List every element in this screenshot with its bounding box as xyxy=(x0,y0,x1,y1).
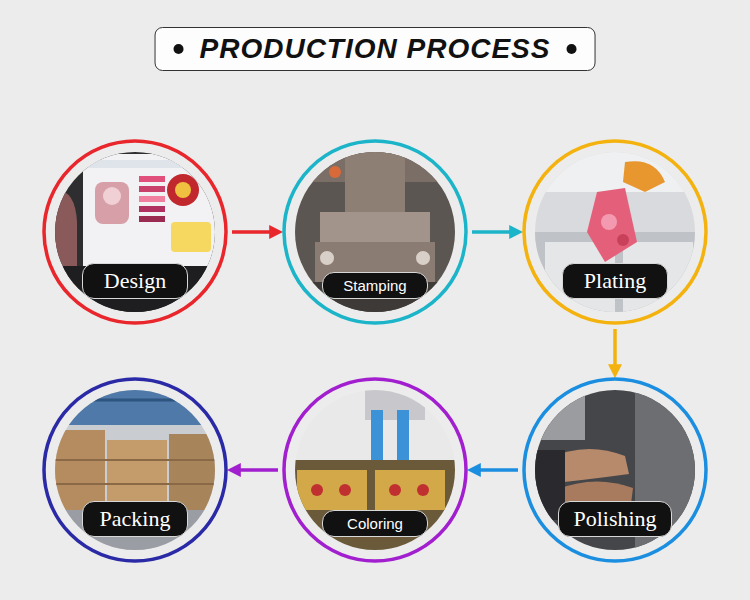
coloring-photo xyxy=(285,380,465,560)
title-banner: PRODUCTION PROCESS xyxy=(155,27,596,71)
plating-photo xyxy=(617,234,629,246)
stamping-photo xyxy=(285,142,465,322)
plating-photo xyxy=(623,161,665,192)
step-label: Design xyxy=(82,263,188,299)
stamping-photo xyxy=(416,251,430,265)
step-ring xyxy=(284,379,466,561)
coloring-photo xyxy=(311,484,323,496)
process-circle: Design xyxy=(42,139,228,325)
stamping-photo xyxy=(320,251,334,265)
design-photo xyxy=(139,186,165,192)
step-ring xyxy=(44,141,226,323)
design-photo xyxy=(45,142,225,322)
coloring-photo xyxy=(389,484,401,496)
design-photo xyxy=(95,182,129,224)
polishing-photo xyxy=(525,380,705,560)
coloring-photo xyxy=(375,470,445,510)
step-ring xyxy=(524,141,706,323)
design-photo xyxy=(171,222,211,252)
coloring-photo xyxy=(285,460,465,560)
coloring-photo xyxy=(417,484,429,496)
packing-photo xyxy=(45,380,225,560)
step-label: Coloring xyxy=(322,510,428,537)
flow-arrow xyxy=(232,230,272,234)
process-circle: Coloring xyxy=(282,377,468,563)
design-photo xyxy=(45,190,77,322)
step-label: Packing xyxy=(82,501,188,537)
design-photo xyxy=(167,174,199,206)
flow-arrow xyxy=(238,468,278,472)
coloring-photo xyxy=(297,470,367,510)
coloring-photo xyxy=(371,410,383,460)
design-photo xyxy=(139,196,165,202)
packing-photo xyxy=(55,459,219,461)
step-ring xyxy=(284,141,466,323)
flow-arrow xyxy=(472,230,512,234)
plating-photo xyxy=(525,142,705,322)
packing-photo xyxy=(45,399,225,402)
step-label: Stamping xyxy=(322,272,428,299)
plating-photo xyxy=(525,142,705,322)
step-label: Plating xyxy=(562,263,668,299)
plating-photo xyxy=(601,214,617,230)
title-dot xyxy=(566,44,576,54)
process-circle: Stamping xyxy=(282,139,468,325)
coloring-photo xyxy=(285,380,465,560)
stamping-photo xyxy=(345,152,405,212)
design-photo xyxy=(139,216,165,222)
design-photo xyxy=(139,176,165,182)
coloring-photo xyxy=(397,410,409,460)
title-dot xyxy=(174,44,184,54)
process-circle: Packing xyxy=(42,377,228,563)
flow-arrow xyxy=(613,329,617,367)
packing-photo xyxy=(45,380,225,560)
polishing-photo xyxy=(525,380,705,560)
stamping-photo xyxy=(285,142,465,322)
step-label: Polishing xyxy=(558,501,671,537)
diagram-title: PRODUCTION PROCESS xyxy=(200,33,551,65)
packing-photo xyxy=(107,440,167,510)
plating-photo xyxy=(587,188,637,262)
coloring-photo xyxy=(339,484,351,496)
packing-photo xyxy=(55,483,219,485)
process-circle: Polishing xyxy=(522,377,708,563)
design-photo xyxy=(103,187,121,205)
design-photo xyxy=(175,182,191,198)
design-photo xyxy=(139,206,165,212)
process-circle: Plating xyxy=(522,139,708,325)
packing-photo xyxy=(55,430,105,510)
flow-arrow xyxy=(478,468,518,472)
design-photo xyxy=(45,142,225,326)
step-ring xyxy=(44,379,226,561)
stamping-photo xyxy=(320,212,430,242)
stamping-photo xyxy=(329,166,341,178)
step-ring xyxy=(524,379,706,561)
packing-photo xyxy=(169,434,219,510)
